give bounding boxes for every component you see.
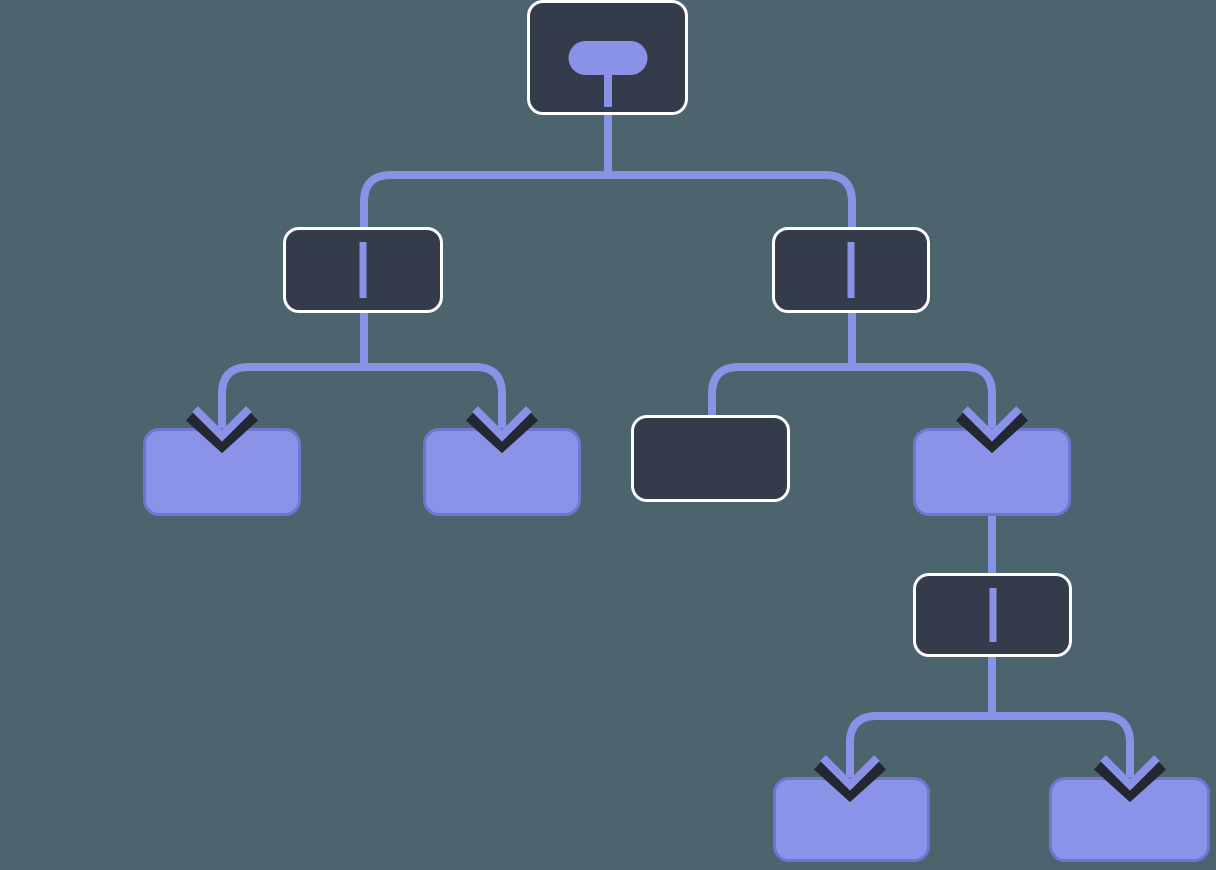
edge-rail-right-children: [708, 363, 996, 434]
pass-through-line-icon: [847, 242, 855, 298]
edge-rail-level2: [360, 171, 856, 232]
root-pill-icon: [568, 41, 647, 75]
pass-through-line-icon: [989, 588, 996, 642]
node-leaf-bottom-2[interactable]: [1049, 777, 1210, 862]
node-branch-left[interactable]: [283, 227, 443, 313]
edge-rail-left-children: [218, 363, 506, 434]
node-root[interactable]: [527, 0, 688, 115]
edge-rail-bottom-children: [846, 712, 1134, 783]
root-pill-stem-icon: [603, 73, 612, 107]
node-leaf-left-1[interactable]: [143, 428, 301, 516]
node-connector[interactable]: [913, 573, 1072, 657]
node-leaf-left-2[interactable]: [423, 428, 581, 516]
node-leaf-bottom-1[interactable]: [773, 777, 930, 862]
node-branch-right[interactable]: [772, 227, 930, 313]
pass-through-line-icon: [359, 242, 367, 298]
node-right-purple[interactable]: [913, 428, 1071, 516]
node-right-dark[interactable]: [631, 415, 790, 502]
